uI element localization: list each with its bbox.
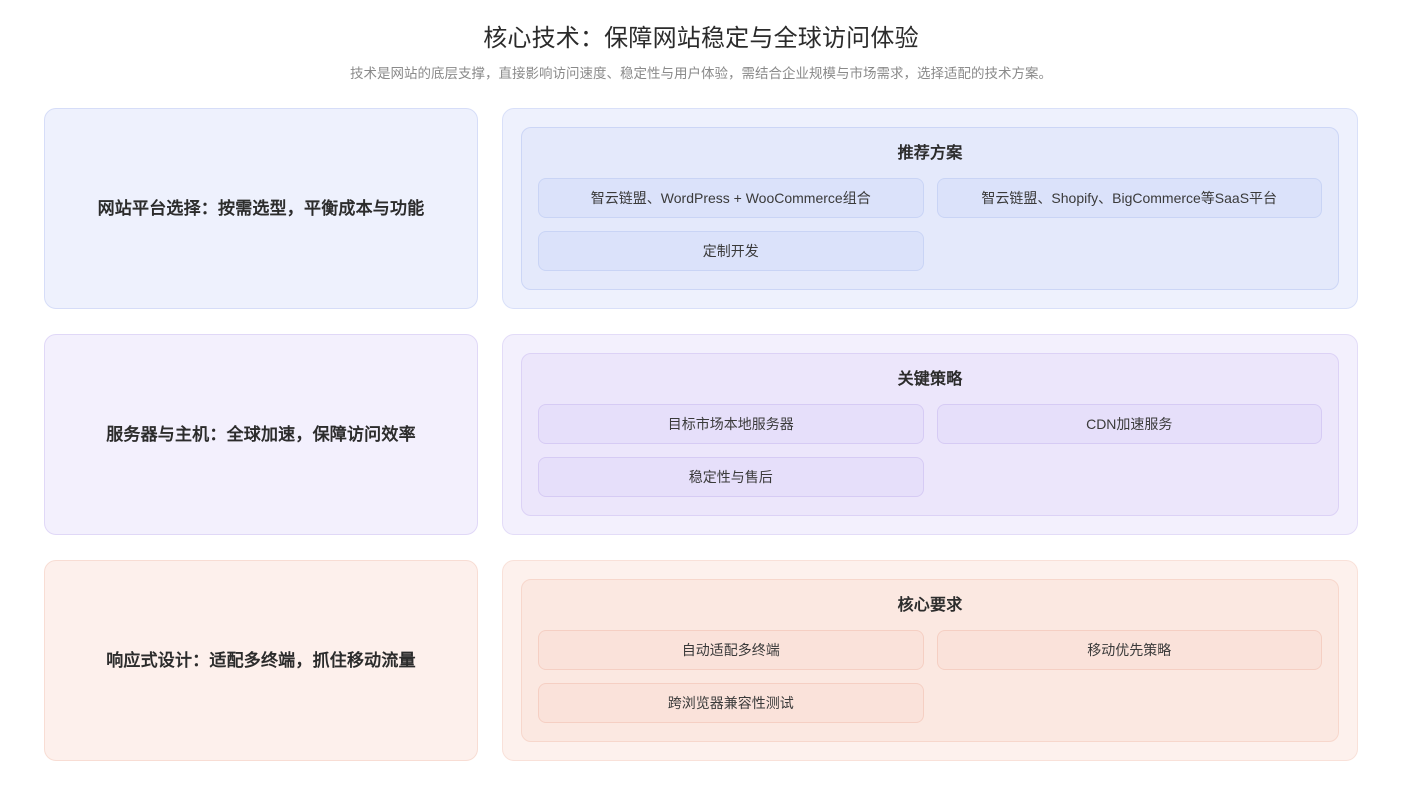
section-server-hosting: 服务器与主机：全球加速，保障访问效率 关键策略 目标市场本地服务器 CDN加速服… [44,334,1358,535]
section-responsive-design: 响应式设计：适配多终端，抓住移动流量 核心要求 自动适配多终端 移动优先策略 跨… [44,560,1358,761]
detail-box: 核心要求 自动适配多终端 移动优先策略 跨浏览器兼容性测试 [521,579,1339,742]
tag-item[interactable]: 稳定性与售后 [538,457,924,497]
section-title-card[interactable]: 服务器与主机：全球加速，保障访问效率 [44,334,478,535]
section-title-card[interactable]: 网站平台选择：按需选型，平衡成本与功能 [44,108,478,309]
tag-grid: 自动适配多终端 移动优先策略 跨浏览器兼容性测试 [538,630,1322,723]
page-title: 核心技术：保障网站稳定与全球访问体验 [483,25,919,52]
tag-item[interactable]: 跨浏览器兼容性测试 [538,683,924,723]
tag-item[interactable]: 智云链盟、Shopify、BigCommerce等SaaS平台 [936,178,1322,218]
tag-item[interactable]: 自动适配多终端 [538,630,924,670]
section-detail-panel: 关键策略 目标市场本地服务器 CDN加速服务 稳定性与售后 [502,334,1358,535]
detail-heading: 关键策略 [897,371,963,388]
tag-item[interactable]: 移动优先策略 [936,630,1322,670]
page-subtitle: 技术是网站的底层支撑，直接影响访问速度、稳定性与用户体验，需结合企业规模与市场需… [350,66,1052,81]
section-title: 服务器与主机：全球加速，保障访问效率 [106,424,416,444]
tag-item[interactable]: 目标市场本地服务器 [538,404,924,444]
tag-item[interactable]: CDN加速服务 [936,404,1322,444]
tag-grid: 智云链盟、WordPress + WooCommerce组合 智云链盟、Shop… [538,178,1322,271]
tag-item[interactable]: 定制开发 [538,231,924,271]
detail-heading: 推荐方案 [897,145,963,162]
tag-item[interactable]: 智云链盟、WordPress + WooCommerce组合 [538,178,924,218]
section-detail-panel: 核心要求 自动适配多终端 移动优先策略 跨浏览器兼容性测试 [502,560,1358,761]
detail-heading: 核心要求 [897,597,963,614]
page-header: 核心技术：保障网站稳定与全球访问体验 技术是网站的底层支撑，直接影响访问速度、稳… [0,0,1402,84]
detail-box: 推荐方案 智云链盟、WordPress + WooCommerce组合 智云链盟… [521,127,1339,290]
section-detail-panel: 推荐方案 智云链盟、WordPress + WooCommerce组合 智云链盟… [502,108,1358,309]
sections-container: 网站平台选择：按需选型，平衡成本与功能 推荐方案 智云链盟、WordPress … [0,108,1402,761]
section-title: 网站平台选择：按需选型，平衡成本与功能 [97,198,425,218]
section-website-platform: 网站平台选择：按需选型，平衡成本与功能 推荐方案 智云链盟、WordPress … [44,108,1358,309]
detail-box: 关键策略 目标市场本地服务器 CDN加速服务 稳定性与售后 [521,353,1339,516]
tag-grid: 目标市场本地服务器 CDN加速服务 稳定性与售后 [538,404,1322,497]
section-title-card[interactable]: 响应式设计：适配多终端，抓住移动流量 [44,560,478,761]
section-title: 响应式设计：适配多终端，抓住移动流量 [106,650,416,670]
